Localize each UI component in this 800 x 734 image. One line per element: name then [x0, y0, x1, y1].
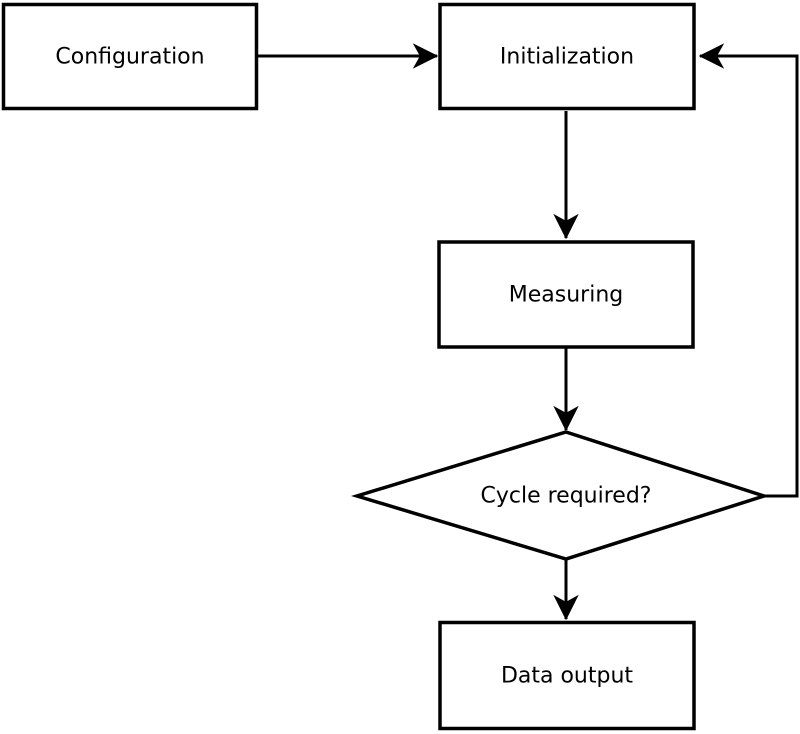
measuring-box: [437, 240, 695, 349]
configuration-box: [1, 2, 259, 111]
initialization-box: [438, 2, 696, 111]
cycle-required-diamond: [350, 430, 770, 561]
node-cycle-required: Cycle required?: [350, 430, 770, 561]
node-data-output: Data output: [438, 620, 696, 731]
node-initialization: Initialization: [438, 2, 696, 111]
initialization-label: Initialization: [500, 45, 634, 70]
node-configuration: Configuration: [1, 2, 259, 111]
configuration-label: Configuration: [55, 45, 204, 70]
edge-cycle-required-loop-to-initialization: [698, 43, 799, 498]
cycle-required-label: Cycle required?: [481, 484, 652, 509]
data-output-label: Data output: [501, 664, 633, 689]
node-measuring: Measuring: [437, 240, 695, 349]
measuring-label: Measuring: [509, 283, 623, 308]
data-output-box: [438, 620, 696, 731]
